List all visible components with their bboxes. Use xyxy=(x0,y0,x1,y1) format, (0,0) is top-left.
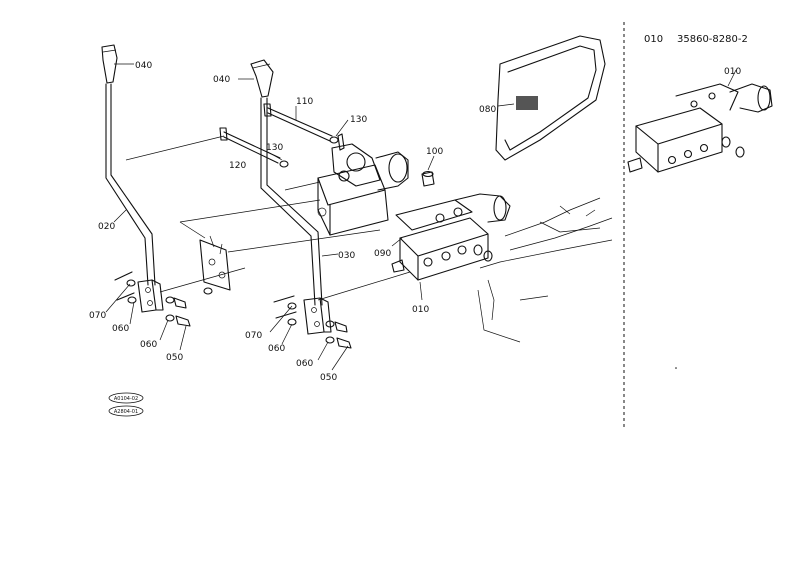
badge-bottom: A2804-01 xyxy=(108,405,144,417)
callout-seal: 090 xyxy=(374,249,391,259)
callout-bolt-left: 050 xyxy=(166,353,183,363)
stray-mark xyxy=(675,367,677,369)
header-part-number: 35860-8280-2 xyxy=(677,34,748,45)
leader-lines xyxy=(105,63,737,371)
lever-right xyxy=(250,59,332,335)
callout-bolt-top: 110 xyxy=(296,97,313,107)
callout-knob-right: 040 xyxy=(213,75,230,85)
callout-washer-left: 060 xyxy=(112,324,129,334)
callout-pin-right: 070 xyxy=(245,331,262,341)
badge-top-text: A0104-02 xyxy=(114,396,138,402)
callout-pin-left: 070 xyxy=(89,311,106,321)
callout-washer-right: 060 xyxy=(268,344,285,354)
callout-clip-right: 060 xyxy=(296,359,313,369)
tractor-outline xyxy=(477,197,613,343)
callout-plug: 100 xyxy=(426,147,443,157)
badge-bottom-text: A2804-01 xyxy=(114,409,138,415)
washer-130-mid xyxy=(279,160,289,168)
callout-washer-mid: 130 xyxy=(266,143,283,153)
washer-130-top xyxy=(329,136,339,144)
callout-clip-left: 060 xyxy=(140,340,157,350)
lever-left xyxy=(101,44,164,313)
side-valve xyxy=(627,83,773,173)
assembly-lines xyxy=(159,181,411,301)
bolt-110 xyxy=(263,103,333,142)
callout-bolt-mid: 120 xyxy=(229,161,246,171)
header-ref-num: 010 xyxy=(644,34,663,45)
callout-side-valve: 010 xyxy=(724,67,741,77)
callout-lever-left: 020 xyxy=(98,222,115,232)
callout-knob-left: 040 xyxy=(135,61,152,71)
callout-bolt-right: 050 xyxy=(320,373,337,383)
callout-lever-right: 030 xyxy=(338,251,355,261)
main-valve-010 xyxy=(391,193,511,281)
cover-grille xyxy=(516,96,538,110)
left-hardware xyxy=(114,271,213,327)
right-hardware xyxy=(273,295,352,349)
callout-cover: 080 xyxy=(479,105,496,115)
upper-valve xyxy=(317,133,409,236)
bracket-plate xyxy=(199,235,231,291)
badge-top: A0104-02 xyxy=(108,392,144,404)
callout-washer-top: 130 xyxy=(350,115,367,125)
plug-100 xyxy=(421,170,435,187)
callout-valve: 010 xyxy=(412,305,429,315)
cover-080 xyxy=(495,35,606,161)
